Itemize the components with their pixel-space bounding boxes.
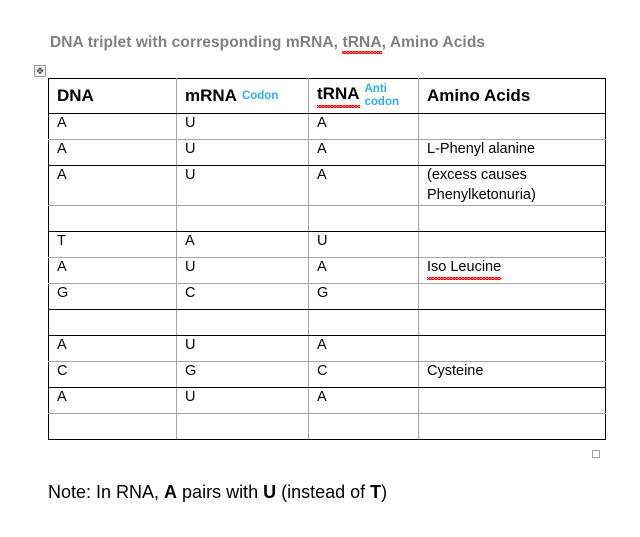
cell-dna[interactable]: G xyxy=(48,283,177,311)
table-row[interactable]: A U A (excess causes Phenylketonuria) xyxy=(48,164,606,207)
header-cell-amino-acids[interactable]: Amino Acids xyxy=(418,78,606,114)
cell-dna[interactable] xyxy=(48,205,177,233)
cell-trna[interactable]: U xyxy=(308,231,419,259)
cell-dna[interactable]: T xyxy=(48,231,177,259)
cell-dna[interactable] xyxy=(48,413,177,441)
cell-dna[interactable] xyxy=(48,309,177,337)
cell-amino[interactable]: Iso Leucine xyxy=(418,257,606,285)
cell-mrna[interactable] xyxy=(176,309,309,337)
cell-amino[interactable] xyxy=(418,309,606,337)
cell-mrna[interactable] xyxy=(176,413,309,441)
header-cell-mrna[interactable]: mRNA Codon xyxy=(176,78,309,114)
table-body: A U A A U A L-Phenyl alanine A U A (exce… xyxy=(48,113,606,441)
header-annotation-codon: Codon xyxy=(241,89,279,102)
cell-amino-line-2: Phenylketonuria) xyxy=(427,186,536,203)
cell-trna[interactable]: A xyxy=(308,387,419,415)
cell-trna[interactable] xyxy=(308,205,419,233)
cell-mrna[interactable]: U xyxy=(176,164,309,207)
cell-trna[interactable] xyxy=(308,309,419,337)
cell-amino[interactable]: (excess causes Phenylketonuria) xyxy=(418,164,606,207)
cell-amino[interactable]: Cysteine xyxy=(418,361,606,389)
cell-dna[interactable]: A xyxy=(48,139,177,166)
header-label-amino-acids: Amino Acids xyxy=(427,85,531,105)
note-base-t: T xyxy=(370,482,382,502)
cell-dna[interactable]: A xyxy=(48,335,177,363)
table-row[interactable]: G C G xyxy=(48,283,606,311)
cell-mrna[interactable]: U xyxy=(176,335,309,363)
table-row-spacer[interactable] xyxy=(48,413,606,441)
note-prefix: Note: In RNA, xyxy=(48,482,165,502)
table-row[interactable]: T A U xyxy=(48,231,606,259)
page-title-part-3: , Amino Acids xyxy=(381,34,486,51)
table-row[interactable]: A U A Iso Leucine xyxy=(48,257,606,285)
cell-amino[interactable] xyxy=(418,283,606,311)
anticodon-line-1: Anti xyxy=(364,83,387,96)
cell-amino[interactable] xyxy=(418,113,606,140)
cell-mrna[interactable]: U xyxy=(176,113,309,140)
page-title-misspelled-trna: tRNA xyxy=(342,34,382,54)
table-row-spacer[interactable] xyxy=(48,205,606,233)
cell-mrna[interactable]: U xyxy=(176,139,309,166)
cell-mrna[interactable]: G xyxy=(176,361,309,389)
cell-amino[interactable] xyxy=(418,231,606,259)
cell-amino[interactable] xyxy=(418,205,606,233)
cell-mrna[interactable]: A xyxy=(176,231,309,259)
note-base-u: U xyxy=(263,482,277,502)
cell-trna[interactable] xyxy=(308,413,419,441)
table-row[interactable]: A U A xyxy=(48,387,606,415)
cell-amino[interactable] xyxy=(418,413,606,441)
cell-amino-text: Iso Leucine xyxy=(427,258,502,280)
cell-dna[interactable]: A xyxy=(48,113,177,140)
header-label-dna: DNA xyxy=(57,85,94,105)
cell-mrna[interactable]: U xyxy=(176,387,309,415)
table-row[interactable]: A U A xyxy=(48,335,606,363)
cell-trna[interactable]: A xyxy=(308,113,419,140)
table-row[interactable]: A U A L-Phenyl alanine xyxy=(48,139,606,166)
cell-amino-line-1: (excess causes xyxy=(427,167,527,183)
cell-trna[interactable]: C xyxy=(308,361,419,389)
cell-amino[interactable]: L-Phenyl alanine xyxy=(418,139,606,166)
header-label-trna: tRNA xyxy=(317,83,360,109)
header-cell-dna[interactable]: DNA xyxy=(48,78,177,114)
anticodon-line-2: codon xyxy=(364,96,400,108)
table-row[interactable]: C G C Cysteine xyxy=(48,361,606,389)
note-base-a: A xyxy=(164,482,178,502)
table-row-spacer[interactable] xyxy=(48,309,606,337)
cell-mrna[interactable]: C xyxy=(176,283,309,311)
cell-trna[interactable]: A xyxy=(308,164,419,207)
cell-mrna[interactable] xyxy=(176,205,309,233)
page-title: DNA triplet with corresponding mRNA, tRN… xyxy=(50,34,486,54)
note-suffix-close: ) xyxy=(381,482,388,502)
cell-dna[interactable]: C xyxy=(48,361,177,389)
table-resize-handle-icon[interactable] xyxy=(592,450,600,458)
cell-mrna[interactable]: U xyxy=(176,257,309,285)
bottom-note: Note: In RNA, A pairs with U (instead of… xyxy=(48,482,387,503)
header-label-mrna: mRNA xyxy=(185,85,237,105)
table-move-handle-icon[interactable]: ✥ xyxy=(34,65,46,77)
note-middle: pairs with xyxy=(177,482,264,502)
cell-trna[interactable]: A xyxy=(308,335,419,363)
cell-dna[interactable]: A xyxy=(48,257,177,285)
move-cross-icon: ✥ xyxy=(36,65,44,76)
page-title-part-1: DNA triplet with corresponding mRNA, xyxy=(50,34,343,51)
cell-trna[interactable]: A xyxy=(308,139,419,166)
cell-amino[interactable] xyxy=(418,335,606,363)
cell-dna[interactable]: A xyxy=(48,387,177,415)
cell-dna[interactable]: A xyxy=(48,164,177,207)
note-suffix-open: (instead of xyxy=(276,482,371,502)
cell-amino[interactable] xyxy=(418,387,606,415)
cell-trna[interactable]: A xyxy=(308,257,419,285)
table-row[interactable]: A U A xyxy=(48,113,606,140)
cell-trna[interactable]: G xyxy=(308,283,419,311)
